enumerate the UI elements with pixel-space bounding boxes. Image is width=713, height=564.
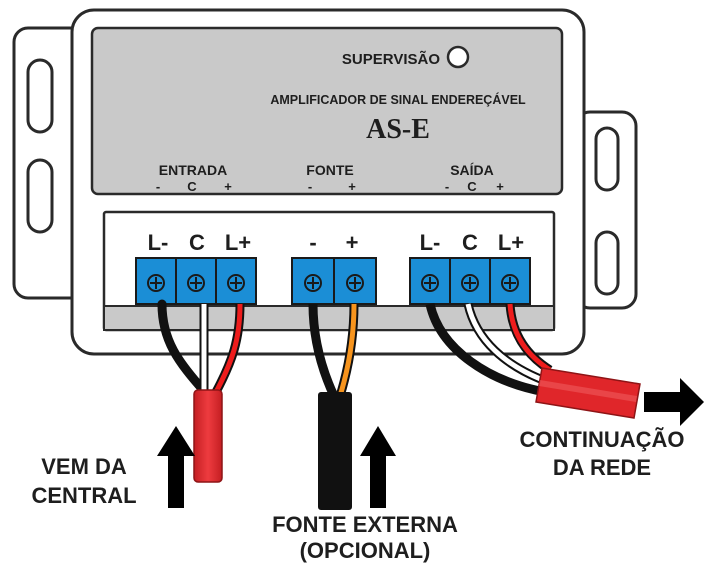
- supervision-label: SUPERVISÃO: [342, 50, 440, 68]
- mounting-slot: [26, 158, 54, 234]
- callout-cont-line2: DA REDE: [553, 455, 651, 480]
- group-title-entrada: ENTRADA: [159, 162, 227, 178]
- screw-icon: [304, 274, 322, 292]
- supervision-led-icon: [446, 45, 470, 69]
- pin-label: -: [445, 179, 449, 194]
- mounting-slot: [26, 58, 54, 134]
- cable-sleeve-red: [193, 389, 223, 483]
- pin-label: -: [156, 179, 160, 194]
- arrow-up-icon: [157, 426, 195, 508]
- terminal-block-fonte: [291, 257, 377, 305]
- cable-sleeve-black: [318, 392, 352, 510]
- wires-fonte: [308, 303, 359, 398]
- screw-icon: [421, 274, 439, 292]
- screw-icon: [227, 274, 245, 292]
- pin-label: C: [467, 179, 477, 194]
- cable-sleeve-red-output: [535, 367, 641, 419]
- terminal-label: L-: [148, 230, 169, 255]
- pin-label: C: [187, 179, 197, 194]
- terminal-block-entrada: [135, 257, 257, 305]
- terminal-label: -: [309, 230, 316, 255]
- arrow-right-icon: [644, 378, 704, 426]
- pin-label: +: [224, 179, 232, 194]
- terminal-label: L-: [420, 230, 441, 255]
- screw-icon: [501, 274, 519, 292]
- group-title-saida: SAÍDA: [450, 162, 494, 178]
- pin-label: +: [496, 179, 504, 194]
- screw-icon: [147, 274, 165, 292]
- arrow-up-icon: [360, 426, 396, 508]
- terminal-panel-base: [103, 305, 555, 331]
- mounting-slot: [594, 230, 620, 296]
- callout-fonte-line2: (OPCIONAL): [300, 538, 431, 563]
- mounting-ear-right: [574, 110, 638, 310]
- pin-label: -: [308, 179, 312, 194]
- terminal-label: +: [346, 230, 359, 255]
- device-model: AS-E: [366, 114, 430, 145]
- callout-vem-line2: CENTRAL: [31, 483, 136, 508]
- pin-label: +: [348, 179, 356, 194]
- callout-vem-line1: VEM DA: [41, 454, 127, 479]
- terminal-label: L+: [225, 230, 251, 255]
- label-panel: [90, 26, 564, 196]
- wires-saida: [425, 302, 553, 397]
- callout-fonte-line1: FONTE EXTERNA: [272, 512, 458, 537]
- screw-icon: [346, 274, 364, 292]
- callout-cont-line1: CONTINUAÇÃO: [520, 427, 685, 452]
- mounting-slot: [594, 126, 620, 192]
- terminal-block-saida: [409, 257, 531, 305]
- device-subtitle: AMPLIFICADOR DE SINAL ENDEREÇÁVEL: [270, 92, 526, 107]
- wires-entrada: [157, 299, 245, 397]
- terminal-label: C: [189, 230, 205, 255]
- terminal-label: C: [462, 230, 478, 255]
- group-title-fonte: FONTE: [306, 162, 353, 178]
- screw-icon: [461, 274, 479, 292]
- screw-icon: [187, 274, 205, 292]
- terminal-label: L+: [498, 230, 524, 255]
